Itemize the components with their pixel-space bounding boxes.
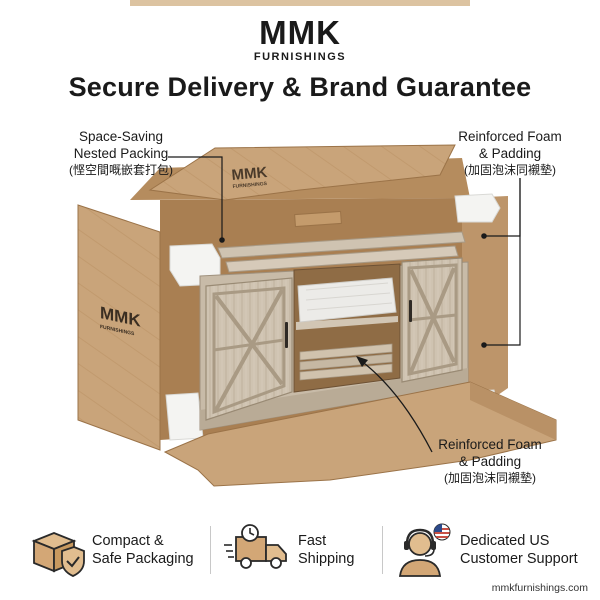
box-front-flap bbox=[163, 381, 557, 487]
callout-foam-padding-top: Reinforced Foam & Padding (加固泡沫同襯墊) bbox=[430, 128, 590, 179]
feature-support: Dedicated US Customer Support bbox=[394, 522, 578, 578]
callout-line-right-2 bbox=[485, 178, 521, 346]
callout-nested-packing: Space-Saving Nested Packing (悭空間嘅嵌套打包) bbox=[36, 128, 206, 179]
feature-shipping-line1: Fast bbox=[298, 533, 327, 549]
callout-bottom-line2: & Padding bbox=[458, 454, 522, 469]
website-link[interactable]: mmkfurnishings.com bbox=[491, 582, 588, 594]
feature-divider bbox=[382, 526, 383, 574]
nested-board-stack bbox=[217, 210, 466, 273]
callout-arrow-bottom bbox=[356, 356, 433, 453]
brand-subtitle: FURNISHINGS bbox=[253, 51, 347, 63]
feature-support-line1: Dedicated US bbox=[460, 533, 550, 549]
brand-logo: MMK FURNISHINGS bbox=[0, 16, 600, 63]
feature-divider bbox=[210, 526, 211, 574]
support-agent-icon bbox=[398, 523, 451, 577]
feature-support-line2: Customer Support bbox=[460, 551, 578, 567]
bubble-wrap bbox=[297, 277, 397, 323]
callout-lines bbox=[168, 156, 521, 348]
callout-left-cn: (悭空間嘅嵌套打包) bbox=[69, 163, 173, 177]
callout-right-cn: (加固泡沫同襯墊) bbox=[464, 163, 556, 177]
callout-bottom-line1: Reinforced Foam bbox=[438, 437, 542, 452]
brand-name: MMK bbox=[259, 14, 341, 51]
cabinet-shelf bbox=[296, 316, 398, 330]
callout-bottom-cn: (加固泡沫同襯墊) bbox=[444, 471, 536, 485]
box-lid bbox=[150, 145, 455, 200]
top-accent-bar bbox=[130, 0, 470, 6]
feature-shipping: Fast Shipping bbox=[222, 522, 354, 578]
delivery-truck-icon bbox=[224, 524, 287, 569]
us-flag-icon bbox=[433, 523, 451, 541]
feature-strip: Compact & Safe Packaging Fast Shipping bbox=[0, 522, 600, 582]
svg-text:FURNISHINGS: FURNISHINGS bbox=[232, 181, 268, 190]
cabinet-base bbox=[200, 368, 468, 430]
box-right-side bbox=[462, 196, 508, 420]
callout-right-line2: & Padding bbox=[478, 146, 542, 161]
right-barn-door bbox=[401, 257, 463, 383]
feature-packaging-line2: Safe Packaging bbox=[92, 551, 194, 567]
feature-packaging: Compact & Safe Packaging bbox=[26, 522, 194, 578]
callout-left-line2: Nested Packing bbox=[73, 146, 169, 161]
box-lid-print: MMK FURNISHINGS bbox=[231, 164, 268, 190]
callout-foam-padding-bottom: Reinforced Foam & Padding (加固泡沫同襯墊) bbox=[405, 436, 575, 487]
callout-right-line1: Reinforced Foam bbox=[458, 129, 562, 144]
left-barn-door bbox=[205, 277, 293, 421]
right-door-handle bbox=[409, 300, 412, 322]
svg-text:MMK: MMK bbox=[231, 164, 268, 184]
callout-left-line1: Space-Saving bbox=[78, 129, 164, 144]
feature-shipping-line2: Shipping bbox=[298, 551, 355, 567]
callout-line-left bbox=[168, 156, 223, 238]
shield-box-icon bbox=[31, 532, 85, 577]
left-door-handle bbox=[285, 322, 288, 348]
page-title: Secure Delivery & Brand Guarantee bbox=[68, 72, 532, 102]
box-left-side bbox=[78, 205, 160, 450]
feature-packaging-line1: Compact & bbox=[92, 533, 164, 549]
